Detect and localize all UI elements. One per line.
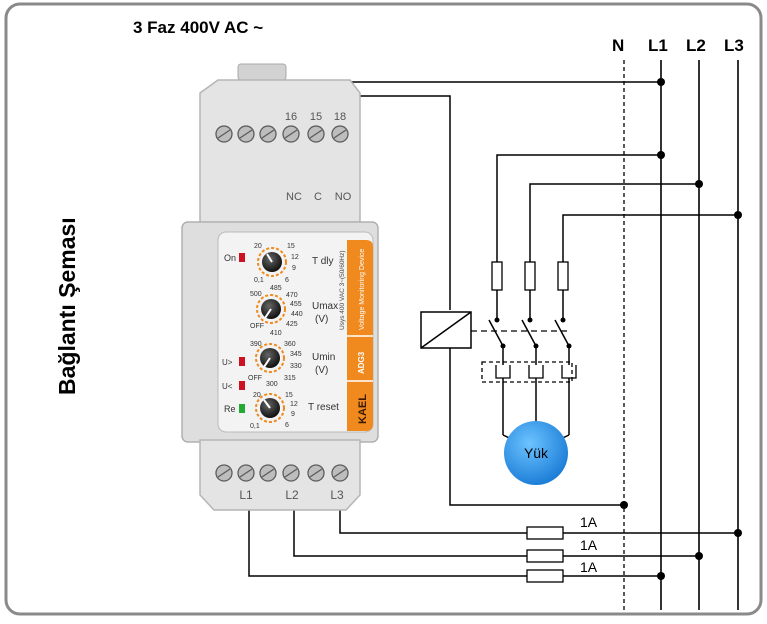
contactor-coil bbox=[420, 311, 472, 349]
terminal-l3-label: L3 bbox=[330, 488, 344, 502]
umax-scale-410: 410 bbox=[270, 330, 282, 337]
umin-scale-300: 300 bbox=[266, 381, 278, 388]
busbar-l2-label: L2 bbox=[686, 36, 706, 55]
busbar-l1-label: L1 bbox=[648, 36, 668, 55]
led-umin bbox=[239, 381, 245, 390]
rating-label: Usys 400 VAC 3~(50/60Hz) bbox=[339, 250, 346, 330]
fuse-label-1: 1A bbox=[580, 514, 598, 530]
umax-scale-440: 440 bbox=[291, 311, 303, 318]
umin-scale-390: 390 bbox=[250, 341, 262, 348]
terminal-l2-label: L2 bbox=[285, 488, 299, 502]
umax-scale-455: 455 bbox=[290, 301, 302, 308]
terminal-18-label: 18 bbox=[334, 111, 346, 123]
contact-c-label: C bbox=[314, 191, 322, 203]
product-name: Voltage Monitoring Device bbox=[359, 249, 366, 330]
led-on-label: On bbox=[224, 253, 236, 263]
umax-scale-470: 470 bbox=[286, 292, 298, 299]
brand-label: KAEL bbox=[357, 394, 369, 424]
busbar-n-label: N bbox=[612, 36, 624, 55]
treset-scale-01: 0,1 bbox=[250, 423, 260, 430]
tdly-label: T dly bbox=[312, 256, 334, 267]
terminal-l1-label: L1 bbox=[239, 488, 253, 502]
supply-wiring bbox=[248, 500, 738, 577]
led-reset-label: Re bbox=[224, 404, 236, 414]
umin-scale-345: 345 bbox=[290, 351, 302, 358]
treset-scale-15: 15 bbox=[285, 392, 293, 399]
umax-scale-485: 485 bbox=[270, 285, 282, 292]
treset-scale-20: 20 bbox=[253, 392, 261, 399]
terminal-16-label: 16 bbox=[285, 111, 297, 123]
led-umin-label: U< bbox=[222, 382, 233, 391]
led-on bbox=[239, 253, 245, 262]
supply-label: 3 Faz 400V AC ~ bbox=[133, 18, 263, 37]
umax-scale-500: 500 bbox=[250, 291, 262, 298]
tdly-scale-6: 6 bbox=[285, 277, 289, 284]
umax-scale-425: 425 bbox=[286, 321, 298, 328]
top-terminal-screws bbox=[215, 125, 349, 143]
tdly-scale-15: 15 bbox=[287, 243, 295, 250]
junction-dots bbox=[620, 78, 742, 580]
umin-scale-330: 330 bbox=[290, 363, 302, 370]
tdly-scale-01: 0,1 bbox=[254, 277, 264, 284]
led-umax bbox=[239, 357, 245, 366]
model-label: ADG3 bbox=[357, 351, 366, 374]
umin-scale-360: 360 bbox=[284, 341, 296, 348]
tdly-knob[interactable] bbox=[257, 247, 287, 277]
umin-unit: (V) bbox=[315, 365, 328, 376]
contact-nc-label: NC bbox=[286, 191, 302, 203]
tdly-scale-9: 9 bbox=[292, 265, 296, 272]
tdly-scale-20: 20 bbox=[254, 243, 262, 250]
busbar-l3-label: L3 bbox=[724, 36, 744, 55]
contact-dots bbox=[494, 317, 572, 349]
main-fuses bbox=[491, 261, 569, 291]
led-umax-label: U> bbox=[222, 358, 233, 367]
fuse-label-3: 1A bbox=[580, 559, 598, 575]
treset-knob[interactable] bbox=[255, 393, 285, 423]
phase-lines bbox=[488, 154, 738, 443]
treset-scale-9: 9 bbox=[291, 411, 295, 418]
diagram-frame bbox=[4, 2, 763, 616]
umin-knob[interactable] bbox=[255, 343, 285, 373]
fuse-label-2: 1A bbox=[580, 537, 598, 553]
supply-fuses bbox=[526, 526, 564, 583]
treset-scale-6: 6 bbox=[285, 422, 289, 429]
umax-label: Umax bbox=[312, 301, 338, 312]
monitoring-relay-device: 16 15 18 NC C NO Voltage Monitoring Devi… bbox=[181, 63, 379, 511]
tdly-scale-12: 12 bbox=[291, 254, 299, 261]
umin-label: Umin bbox=[312, 352, 335, 363]
load-motor bbox=[504, 421, 568, 485]
umax-knob[interactable] bbox=[256, 294, 286, 324]
umax-scale-off: OFF bbox=[250, 323, 264, 330]
bottom-terminal-screws bbox=[215, 464, 349, 482]
overload-relay bbox=[481, 361, 577, 383]
umax-unit: (V) bbox=[315, 314, 328, 325]
load-label: Yük bbox=[524, 445, 549, 461]
terminal-15-label: 15 bbox=[310, 111, 322, 123]
umin-scale-off: OFF bbox=[248, 375, 262, 382]
umin-scale-315: 315 bbox=[284, 375, 296, 382]
contact-no-label: NO bbox=[335, 191, 352, 203]
treset-scale-12: 12 bbox=[290, 401, 298, 408]
treset-label: T reset bbox=[308, 402, 339, 413]
side-title: Bağlantı Şeması bbox=[54, 217, 80, 395]
led-reset bbox=[239, 404, 245, 413]
